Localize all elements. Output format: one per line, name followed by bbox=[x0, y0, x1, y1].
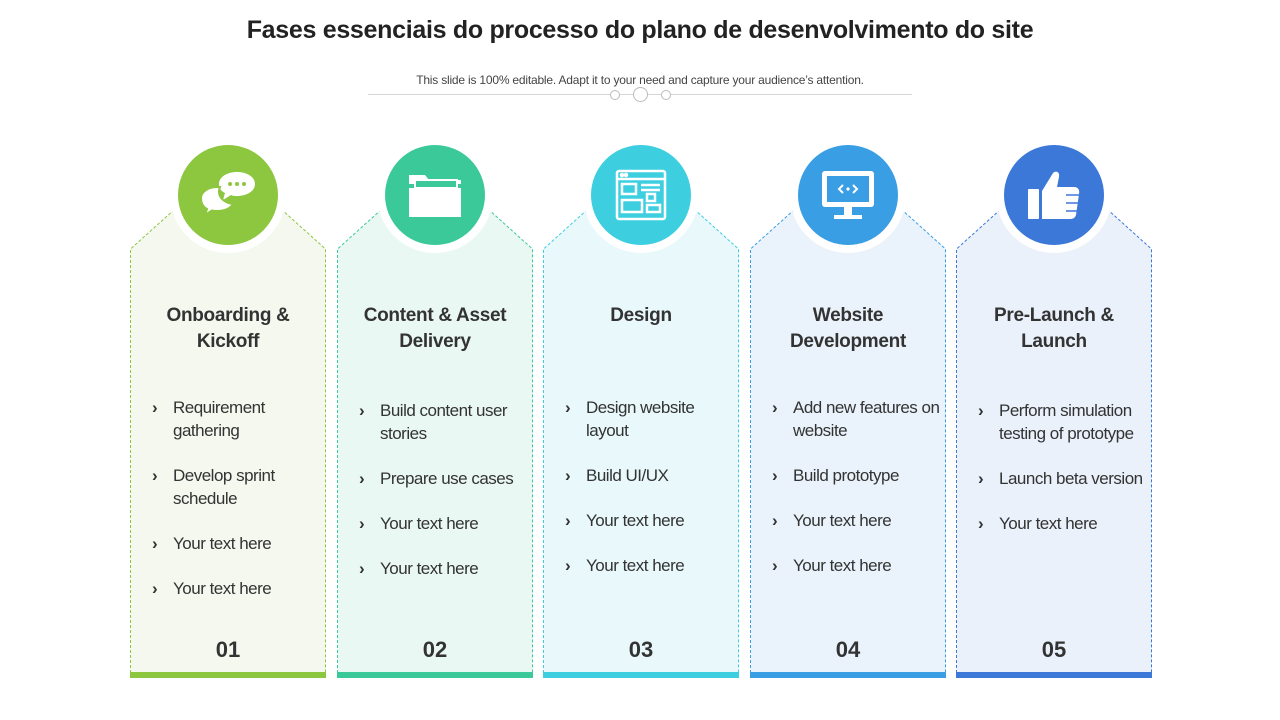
phase-accent-bar bbox=[750, 672, 946, 678]
divider-dot-center bbox=[633, 87, 648, 102]
phase-bullet: Build UI/UX bbox=[565, 464, 735, 487]
phase-bullet: Build prototype bbox=[772, 464, 942, 487]
phase-accent-bar bbox=[130, 672, 326, 678]
card-background bbox=[130, 209, 326, 678]
phase-bullet: Your text here bbox=[565, 554, 735, 577]
phase-title: Pre-Launch & Launch bbox=[994, 305, 1114, 352]
phase-bullet: Launch beta version bbox=[978, 467, 1148, 490]
phase-bullet-list: Perform simulation testing of prototypeL… bbox=[978, 399, 1148, 557]
phase-card: DesignDesign website layoutBuild UI/UX Yo… bbox=[543, 137, 739, 678]
phase-bullet: Your text here bbox=[359, 557, 529, 580]
layout-icon bbox=[614, 168, 668, 222]
monitor-code-icon bbox=[820, 169, 876, 221]
phase-bullet: Your text here bbox=[152, 577, 322, 600]
icon-circle bbox=[591, 145, 691, 245]
phase-bullet: Your text here bbox=[978, 512, 1148, 535]
phase-card: Pre-Launch & LaunchPerform simulation te… bbox=[956, 137, 1152, 678]
phase-accent-bar bbox=[956, 672, 1152, 678]
icon-circle bbox=[178, 145, 278, 245]
phase-title: Website Development bbox=[789, 305, 906, 352]
phase-number: 02 bbox=[422, 637, 448, 662]
phase-bullet: Your text here bbox=[772, 554, 942, 577]
phase-title: Onboarding & Kickoff bbox=[166, 305, 290, 352]
phase-number: 03 bbox=[628, 637, 654, 662]
icon-circle bbox=[798, 145, 898, 245]
phase-bullet-list: Add new features on websiteBuild prototy… bbox=[772, 396, 942, 599]
phase-bullet: Your text here bbox=[565, 509, 735, 532]
icon-circle bbox=[385, 145, 485, 245]
divider-dot-left bbox=[610, 90, 620, 100]
phase-bullet: Requirement gathering bbox=[152, 396, 322, 442]
folder-icon bbox=[407, 171, 463, 219]
phase-bullet-list: Requirement gatheringDevelop sprint sche… bbox=[152, 396, 322, 622]
phase-bullet: Develop sprint schedule bbox=[152, 464, 322, 510]
phase-bullet: Build content user stories bbox=[359, 399, 529, 445]
phase-number: 05 bbox=[1041, 637, 1067, 662]
phase-number: 04 bbox=[835, 637, 861, 662]
phase-bullet: Your text here bbox=[152, 532, 322, 555]
phase-bullet-list: Build content user storiesPrepare use ca… bbox=[359, 399, 529, 602]
phase-bullet: Your text here bbox=[772, 509, 942, 532]
phase-accent-bar bbox=[543, 672, 739, 678]
phase-card: Website DevelopmentAdd new features on w… bbox=[750, 137, 946, 678]
chat-bubbles-icon bbox=[197, 170, 259, 220]
phase-card: Onboarding & KickoffRequirement gatherin… bbox=[130, 137, 326, 678]
phase-title: Design bbox=[610, 305, 672, 326]
phase-bullet: Perform simulation testing of prototype bbox=[978, 399, 1148, 445]
phase-bullet-list: Design website layoutBuild UI/UX Your tex… bbox=[565, 396, 735, 599]
phase-number: 01 bbox=[215, 637, 241, 662]
thumbs-up-icon bbox=[1026, 169, 1082, 221]
page-title: Fases essenciais do processo do plano de… bbox=[246, 16, 1034, 44]
phase-accent-bar bbox=[337, 672, 533, 678]
icon-circle bbox=[1004, 145, 1104, 245]
divider-dot-right bbox=[661, 90, 671, 100]
phase-card: Content & Asset DeliveryBuild content us… bbox=[337, 137, 533, 678]
phase-bullet: Design website layout bbox=[565, 396, 735, 442]
phase-bullet: Your text here bbox=[359, 512, 529, 535]
page-subtitle: This slide is 100% editable. Adapt it to… bbox=[416, 73, 864, 87]
phase-title: Content & Asset Delivery bbox=[363, 305, 507, 352]
phase-bullet: Prepare use cases bbox=[359, 467, 529, 490]
phase-bullet: Add new features on website bbox=[772, 396, 942, 442]
